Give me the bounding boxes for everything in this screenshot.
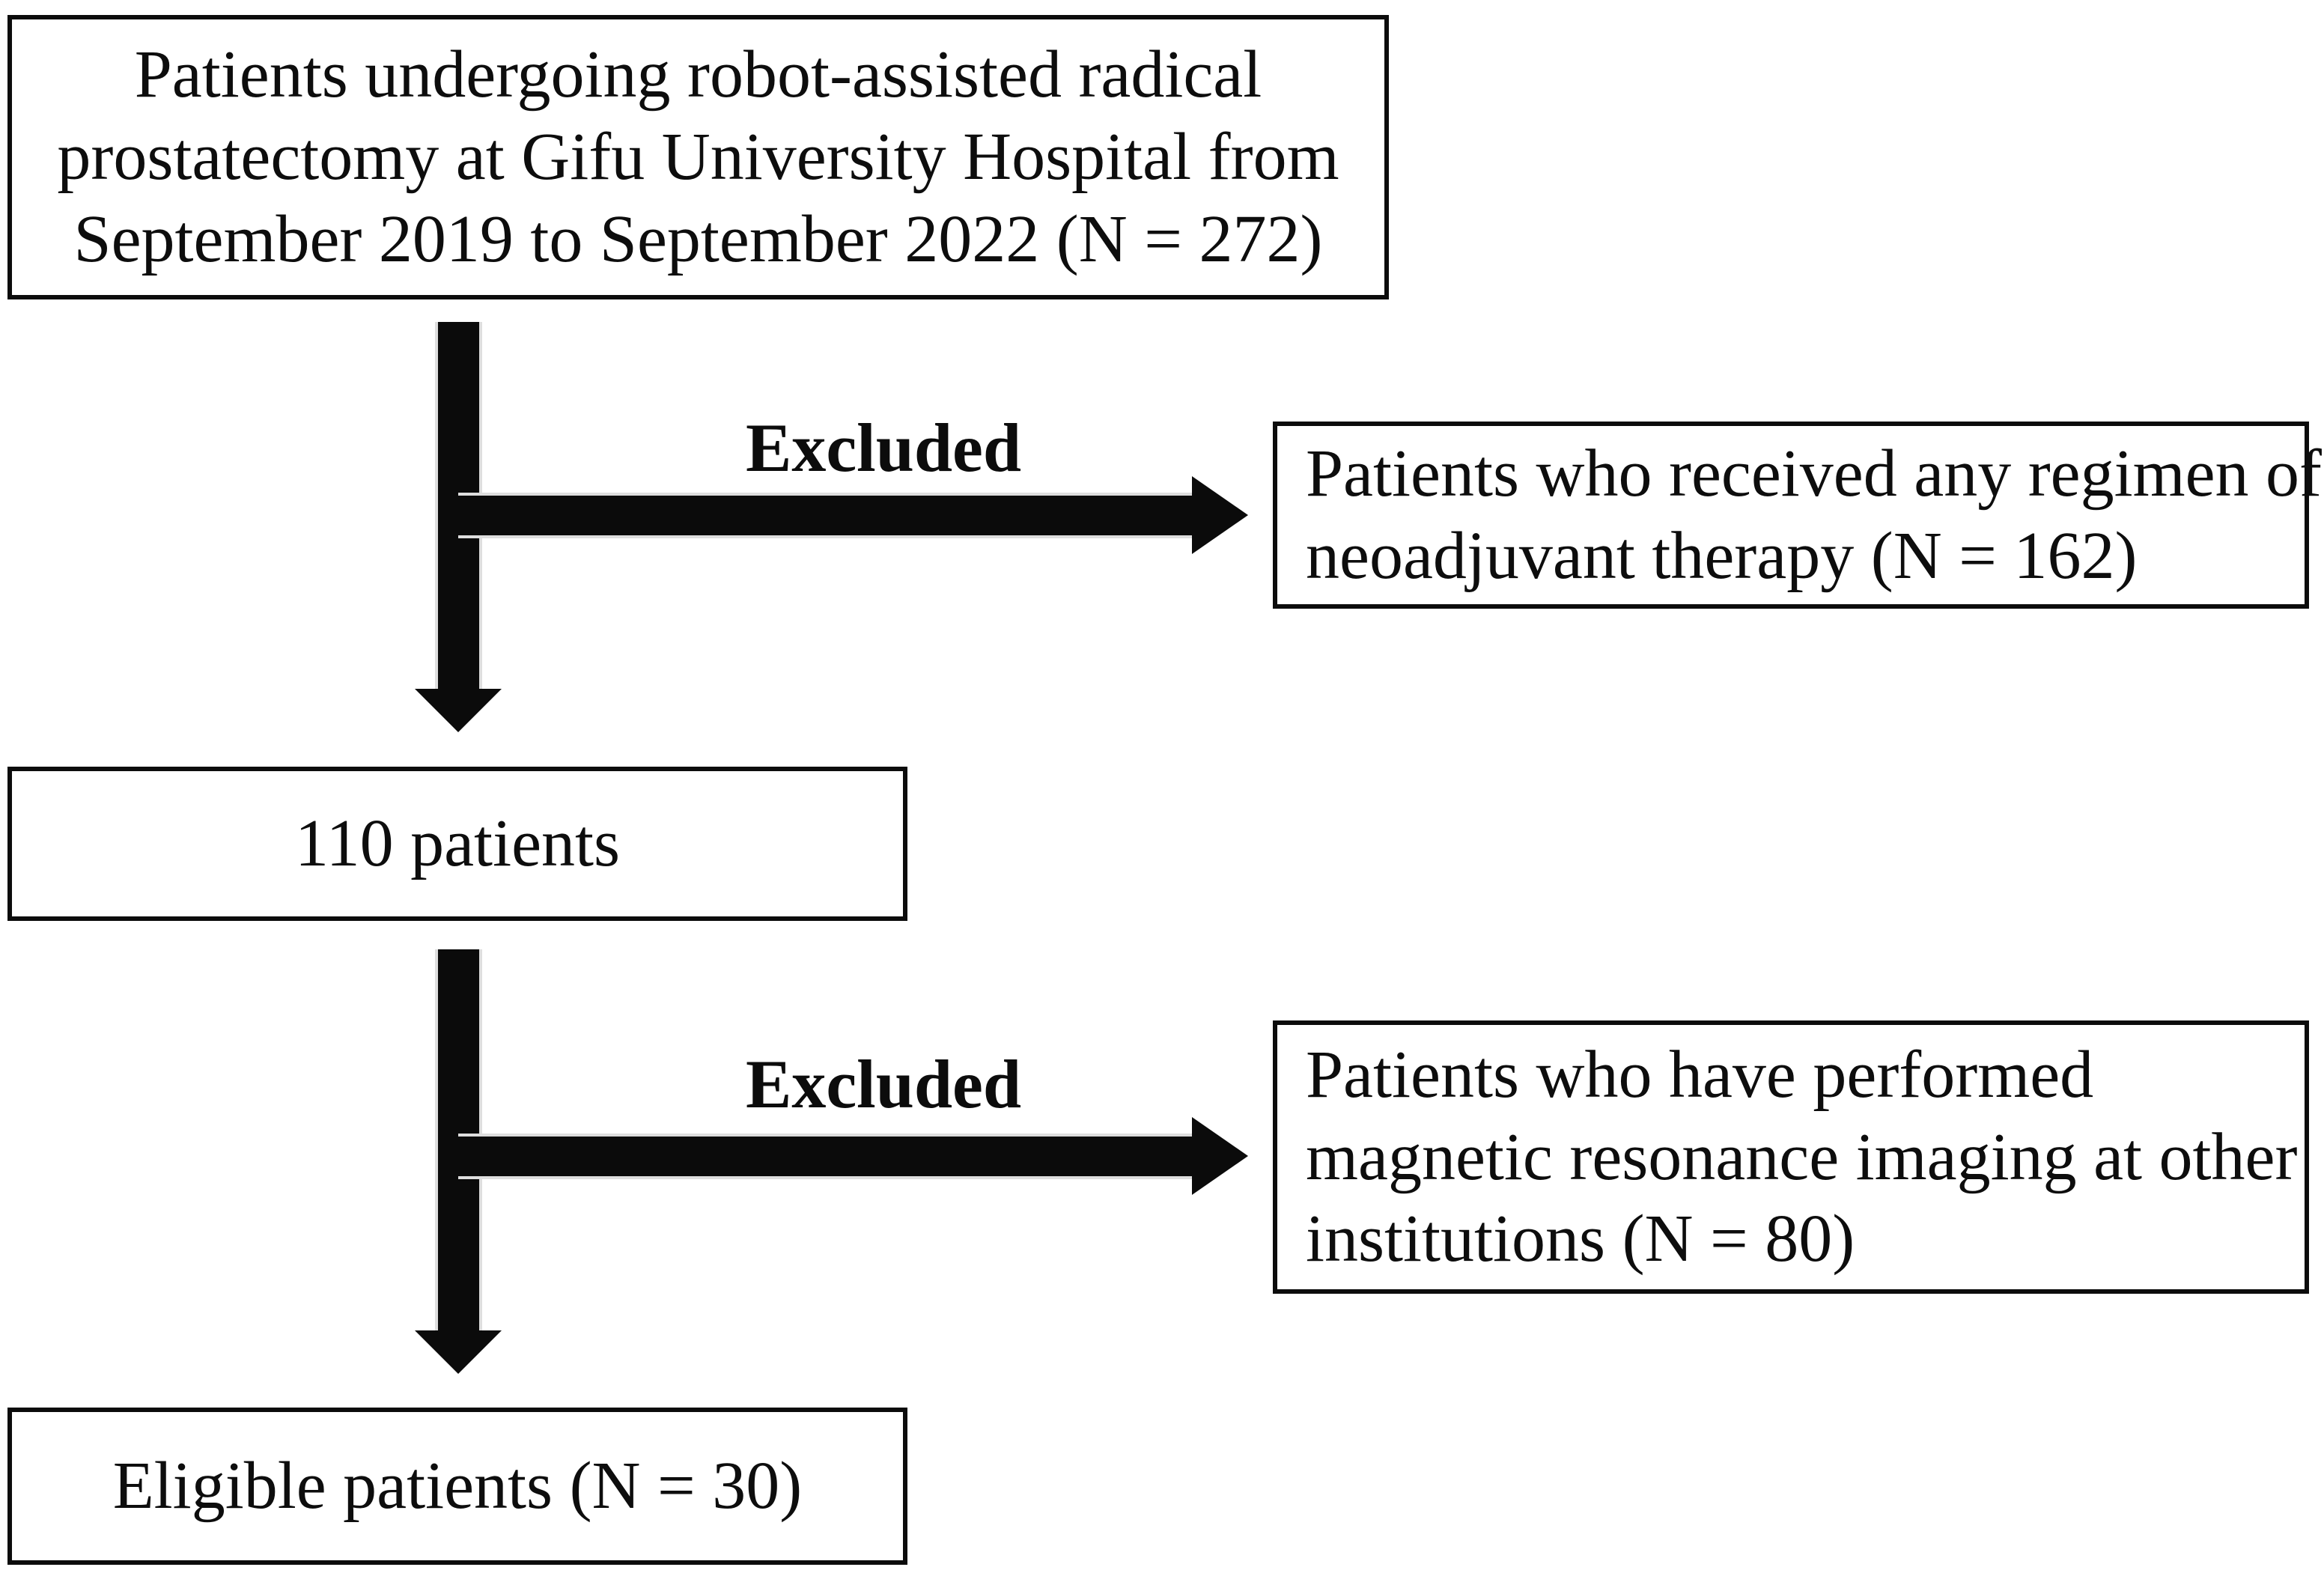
remaining-patients-box: 110 patients bbox=[7, 767, 907, 921]
down-arrowhead-1 bbox=[415, 689, 502, 732]
box-text-line: 110 patients bbox=[294, 806, 621, 881]
excluded-label-1: Excluded bbox=[745, 410, 1022, 486]
down-arrowhead-2 bbox=[415, 1330, 502, 1374]
box-text-line: Patients who received any regimen of bbox=[1306, 436, 2323, 511]
branch-arrow-shaft-1 bbox=[458, 496, 1193, 535]
exclusion-box-1: Patients who received any regimen of neo… bbox=[1273, 422, 2322, 609]
eligible-patients-box: Eligible patients (N = 30) bbox=[7, 1408, 907, 1565]
box-text-line: September 2019 to September 2022 (N = 27… bbox=[73, 201, 1323, 276]
box-text-line: magnetic resonance imaging at other bbox=[1306, 1119, 2298, 1194]
box-text-line: neoadjuvant therapy (N = 162) bbox=[1306, 519, 2138, 593]
right-arrowhead-1 bbox=[1192, 476, 1248, 554]
excluded-label-2: Excluded bbox=[745, 1046, 1022, 1122]
exclusion-box-2: Patients who have performed magnetic res… bbox=[1273, 1020, 2309, 1294]
branch-arrow-shaft-2 bbox=[458, 1137, 1193, 1176]
box-text-line: institutions (N = 80) bbox=[1306, 1202, 1855, 1277]
box-text-line: Patients who have performed bbox=[1306, 1037, 2094, 1112]
box-text-line: prostatectomy at Gifu University Hospita… bbox=[57, 120, 1339, 195]
box-text-line: Patients undergoing robot-assisted radic… bbox=[134, 37, 1262, 112]
box-text-line: Eligible patients (N = 30) bbox=[112, 1449, 803, 1524]
right-arrowhead-2 bbox=[1192, 1117, 1248, 1195]
source-box: Patients undergoing robot-assisted radic… bbox=[7, 15, 1389, 299]
